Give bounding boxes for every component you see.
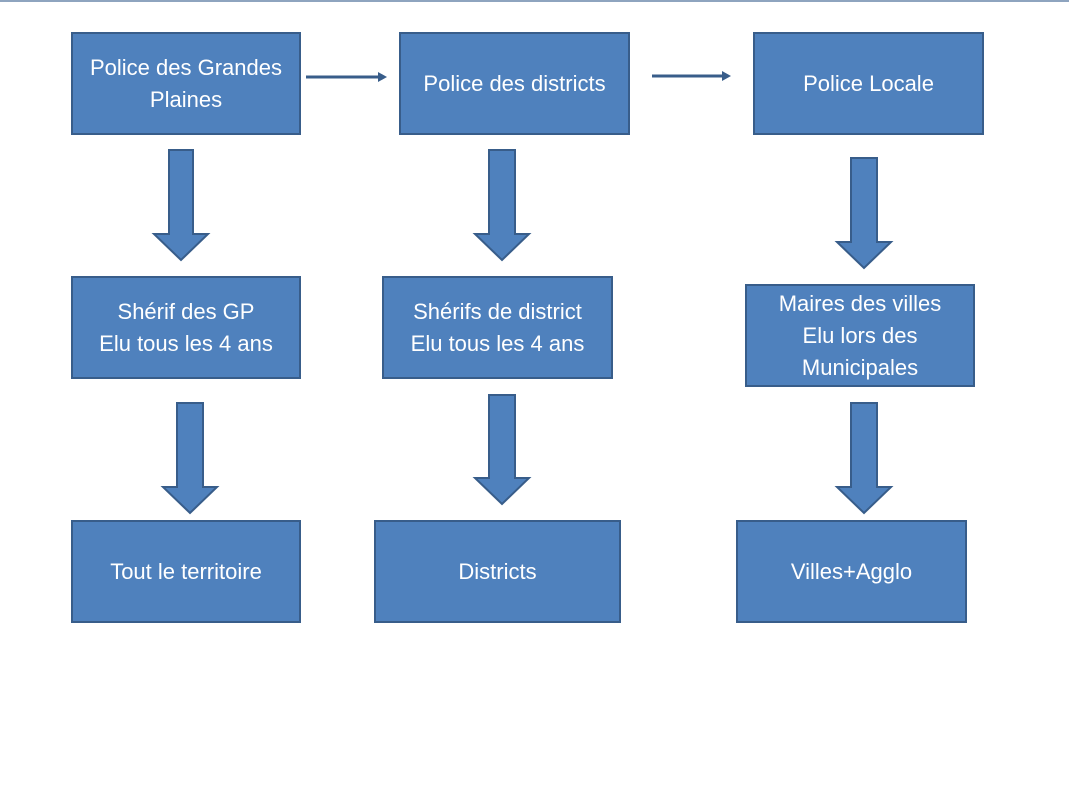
box-sherif-gp: Shérif des GP Elu tous les 4 ans [71, 276, 301, 379]
box-label-line: Police des districts [423, 70, 606, 96]
box-label-line: Tout le territoire [110, 558, 262, 584]
arrow-right-2 [652, 71, 731, 81]
box-label-line: Shérif des GP [117, 298, 255, 324]
box-label-line: Shérifs de district [413, 298, 582, 324]
box-label-line: Police Locale [803, 70, 934, 96]
box-villes-agglo: Villes+Agglo [736, 520, 967, 623]
arrow-down-col2-lower [472, 394, 532, 506]
arrow-down-col1-upper [151, 149, 211, 262]
box-label-line: Municipales [801, 354, 919, 380]
arrow-right-1 [306, 72, 387, 82]
box-districts: Districts [374, 520, 621, 623]
box-label-line: Districts [458, 558, 537, 584]
box-police-districts: Police des districts [399, 32, 630, 135]
box-sherifs-district: Shérifs de district Elu tous les 4 ans [382, 276, 613, 379]
arrow-down-col3-upper [834, 157, 894, 270]
box-label-line: Police des Grandes [90, 54, 282, 80]
box-police-grandes-plaines: Police des Grandes Plaines [71, 32, 301, 135]
box-label-line: Maires des villes [778, 290, 942, 316]
box-label-line: Plaines [149, 86, 223, 112]
box-tout-le-territoire: Tout le territoire [71, 520, 301, 623]
arrow-down-col1-lower [160, 402, 220, 515]
arrow-down-col3-lower [834, 402, 894, 515]
box-label-line: Elu tous les 4 ans [410, 330, 585, 356]
box-police-locale: Police Locale [753, 32, 984, 135]
arrow-down-col2-upper [472, 149, 532, 262]
box-label-line: Villes+Agglo [790, 558, 913, 584]
box-label-line: Elu tous les 4 ans [99, 330, 273, 356]
box-label-line: Elu lors des [802, 322, 918, 348]
top-border-line [0, 0, 1069, 2]
box-maires-des-villes: Maires des villes Elu lors des Municipal… [745, 284, 975, 387]
